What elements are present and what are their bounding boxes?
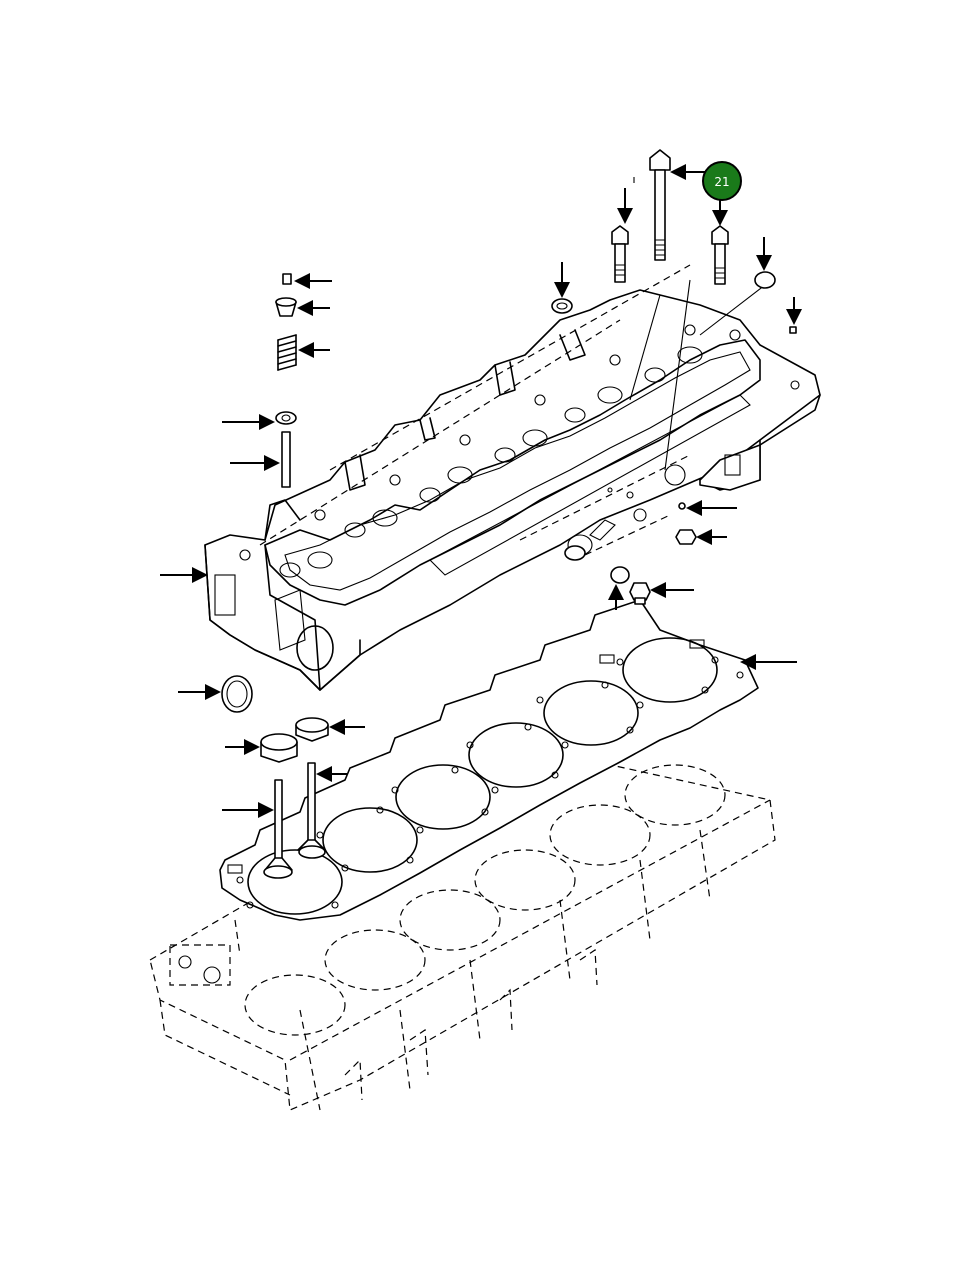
exhaust-valve — [297, 762, 326, 859]
head-gasket — [219, 599, 759, 921]
valve-seat-insert-intake — [260, 733, 298, 763]
o-ring-front — [221, 675, 253, 713]
plug-cap — [754, 271, 776, 289]
callout-badge-label: 21 — [714, 175, 729, 189]
small-plug — [789, 326, 797, 334]
engine-block-phantom — [149, 744, 776, 1111]
callout-badge-21[interactable]: 21 — [702, 161, 742, 201]
head-bolt-right — [711, 225, 729, 285]
callout-badge-circle — [702, 161, 742, 201]
spring-retainer — [275, 297, 297, 317]
valve-seat-insert-exhaust — [295, 717, 329, 742]
valve-guide — [281, 431, 291, 488]
leader-arrows — [160, 164, 802, 818]
spring-seat — [275, 411, 297, 425]
sealing-washer-top — [551, 298, 573, 314]
side-fitting-parts — [564, 502, 697, 605]
head-bolt-left — [611, 225, 629, 283]
assembly-phantom-lines — [259, 264, 766, 556]
valve-keeper — [282, 273, 292, 285]
valve-spring — [277, 334, 297, 371]
cylinder-head — [204, 289, 821, 691]
intake-valve — [263, 779, 293, 879]
head-bolt-long — [649, 149, 671, 261]
